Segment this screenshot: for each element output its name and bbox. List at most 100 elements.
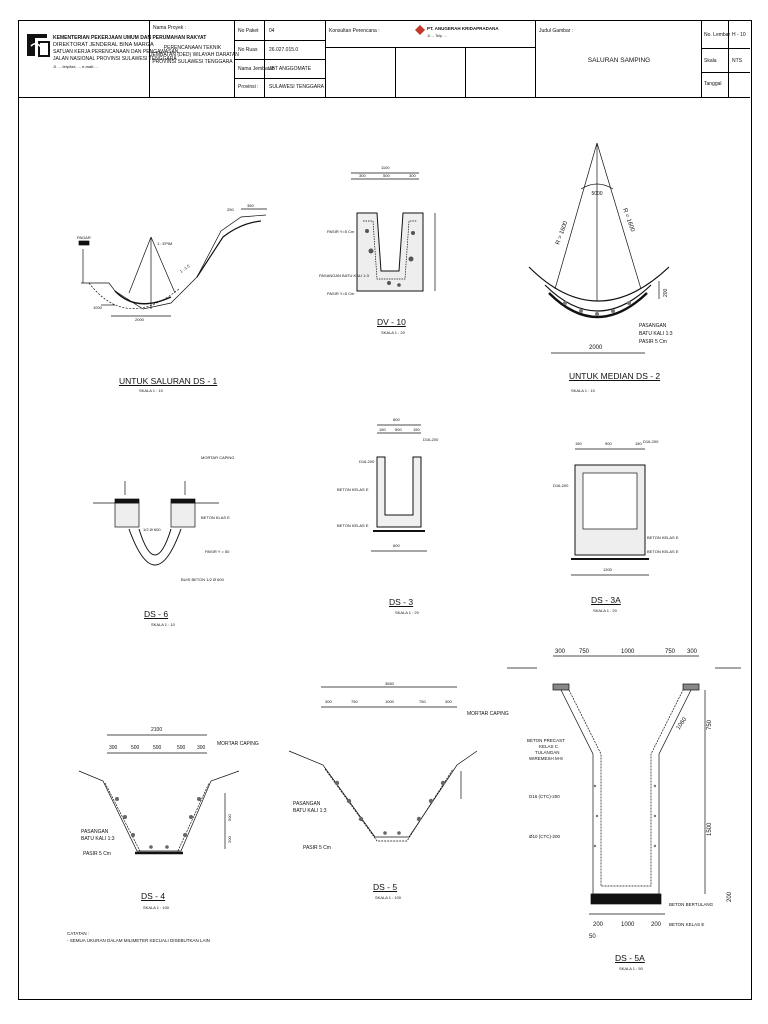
ds3a-dim-1: 150 <box>575 441 582 446</box>
project-label: Nama Proyek : <box>153 25 187 31</box>
ds5-note-2: PASANGAN <box>293 801 321 807</box>
ds3a-drawing: 150 900 150 1200 BETON KELAS E BETON KEL… <box>553 439 679 576</box>
ds3-drawing: 800 150 500 150 600 BETON KELAS E BETON … <box>337 417 439 552</box>
ds5-dim-4: 1000 <box>385 699 395 704</box>
ds5a-note-6: Ø10 (CTC)-200 <box>529 834 561 839</box>
ds6-title: DS - 6 <box>144 609 169 619</box>
ds4-note-4: PASIR 5 Cm <box>83 851 111 857</box>
ds5-dim-6: 300 <box>445 699 452 704</box>
ds6-note-3: PASIR Y = 50 <box>205 549 230 554</box>
dv10-note-2: PASANGAN BATU KALI 1:3 <box>319 273 370 278</box>
ds1-note-1: PAGAR <box>77 235 91 240</box>
ds3a-scale: SKALA 1 : 20 <box>593 608 617 613</box>
ds4-note-2: PASANGAN <box>81 829 109 835</box>
dv10-dim-2: 300 <box>359 173 366 178</box>
ds6-note-5: 1/2 Ø 600 <box>143 527 161 532</box>
ds5a-dim-10: 1000 <box>621 922 635 928</box>
ds3-dim-2: 150 <box>379 427 386 432</box>
jembatan-label: Nama Jembatan <box>238 66 275 72</box>
dv10-dim-1: 1100 <box>381 165 390 170</box>
ds6-scale: SKALA 1 : 10 <box>151 622 175 627</box>
sheet-info-values: H - 10 NTS <box>729 21 750 97</box>
sheet-number-value: H - 10 <box>732 32 746 38</box>
ds5a-note-8: BETON KELAS E <box>669 922 704 927</box>
ds3-note-3: D16-200 <box>359 459 375 464</box>
consultant-label: Konsultan Perencana : <box>329 28 380 34</box>
project-line-3: PROVINSI SULAWESI TENGGARA <box>152 59 233 65</box>
ds5a-drawing: 300 750 1000 750 300 750 1500 200 200 10… <box>507 649 741 940</box>
consultant-name: PT. ANUGERAH KRIDAPRADANA <box>427 26 499 31</box>
ds3a-note-3: D16-200 <box>553 483 569 488</box>
consultant-address: Jl. ... Telp. ... <box>427 34 447 38</box>
org-line-1: KEMENTERIAN PEKERJAAN UMUM DAN PERUMAHAN… <box>53 35 207 41</box>
ds4-dim-5: 500 <box>177 745 186 751</box>
ds1-scale: SKALA 1 : 10 <box>139 388 163 393</box>
ds3-title: DS - 3 <box>389 597 414 607</box>
provinsi-label: Provinsi : <box>238 84 259 90</box>
ds2-dim-width: 2000 <box>589 345 603 351</box>
ds5a-dim-8: 200 <box>727 891 733 902</box>
ds4-dim-4: 500 <box>153 745 162 751</box>
dv10-drawing: 1100 300 500 300 PASIR Y=5 Cm PASANGAN B… <box>319 165 436 296</box>
ds3-dim-4: 150 <box>413 427 420 432</box>
ds5-scale: SKALA 1 : 100 <box>375 895 402 900</box>
ds2-note-1: PASANGAN <box>639 323 667 329</box>
ds3-note-2: BETON KELAS E <box>337 523 369 528</box>
ds5a-title: DS - 5A <box>615 953 645 963</box>
ruas-label: No Ruas <box>238 47 258 53</box>
ds5-title: DS - 5 <box>373 882 398 892</box>
ds4-note-1: MORTAR CAPING <box>217 741 259 747</box>
ds3a-note-4: D16-200 <box>643 439 659 444</box>
ds4-dim-6: 300 <box>197 745 206 751</box>
ds3a-note-1: BETON KELAS E <box>647 535 679 540</box>
ds5a-dim-12: 50 <box>589 934 596 940</box>
drawing-title-value: SALURAN SAMPING <box>587 57 651 64</box>
org-contact: Jl. ... telp/fax. ... e-mail: ... <box>53 64 99 69</box>
ds5-dim-1: 3650 <box>385 681 395 686</box>
dv10-dim-3: 500 <box>383 173 390 178</box>
ds3-scale: SKALA 1 : 20 <box>395 610 419 615</box>
org-line-4: JALAN NASIONAL PROVINSI SULAWESI TENGGAR… <box>53 56 177 62</box>
ds5a-dim-1: 300 <box>555 649 566 655</box>
ds5-dim-5: 750 <box>419 699 426 704</box>
sheet-info-labels: No. Lembar Skala Tanggal <box>702 21 730 97</box>
notes-text: - SEMUA UKURAN DALAM MILIMETER KECUALI D… <box>67 938 211 943</box>
ds4-drawing: 2100 300 500 500 500 300 500 200 MORTAR … <box>78 727 259 857</box>
ds3a-note-2: BETON KELAS E <box>647 549 679 554</box>
notes-label: CATATAN : <box>67 931 90 936</box>
dv10-title: DV - 10 <box>377 317 406 327</box>
ruas-value: 26.027.015.0 <box>269 47 299 53</box>
ds5a-note-7: BETON BERTULANG <box>669 902 714 907</box>
ds2-dim-depth: 200 <box>663 288 669 297</box>
ds1-dim-1: 1000 <box>93 305 103 310</box>
ds2-drawing: 5000 R = 1600 R = 1600 2000 200 PASANGAN… <box>528 142 673 354</box>
ds1-note-2: 1 : EPIM <box>157 241 172 246</box>
drawing-sheet: KEMENTERIAN PEKERJAAN UMUM DAN PERUMAHAN… <box>18 20 752 1000</box>
ds3-dim-5: 600 <box>393 543 400 548</box>
ds4-note-3: BATU KALI 1:3 <box>81 836 115 842</box>
ds5a-scale: SKALA 1 : 50 <box>619 966 643 971</box>
provinsi-value: SULAWESI TENGGARA <box>269 84 325 90</box>
ds6-note-1: MORTAR CAPING <box>201 455 234 460</box>
project-line-2: JEMBATAN (DED) WILAYAH DARATAN <box>150 52 239 58</box>
ds2-title: UNTUK MEDIAN DS - 2 <box>569 371 661 381</box>
ds5a-dim-9: 200 <box>593 922 604 928</box>
ds1-dim-3: 350 <box>247 203 254 208</box>
date-label: Tanggal <box>704 81 722 87</box>
consultant-cell: Konsultan Perencana : PT. ANUGERAH KRIDA… <box>326 21 536 97</box>
org-line-3: SATUAN KERJA PERENCANAAN DAN PENGAWASAN <box>53 49 179 55</box>
ds5-dim-3: 750 <box>351 699 358 704</box>
project-cell: Nama Proyek : PERENCANAAN TEKNIK JEMBATA… <box>150 21 239 97</box>
ds5a-dim-7: 1500 <box>707 822 713 836</box>
ds2-dim-angle: 5000 <box>591 191 602 197</box>
ds6-note-2: BETON KLAS E <box>201 515 230 520</box>
paket-value: 04 <box>269 28 275 34</box>
consultant-logo-icon <box>415 25 425 35</box>
ds3-dim-1: 800 <box>393 417 400 422</box>
ds4-dim-2: 300 <box>109 745 118 751</box>
ds5a-dim-4: 750 <box>665 649 676 655</box>
drawing-title-cell: Judul Gambar : SALURAN SAMPING <box>536 21 702 97</box>
ds5-note-3: BATU KALI 1:3 <box>293 808 327 814</box>
ds3a-title: DS - 3A <box>591 595 621 605</box>
ds2-note-2: BATU KALI 1:3 <box>639 331 673 337</box>
